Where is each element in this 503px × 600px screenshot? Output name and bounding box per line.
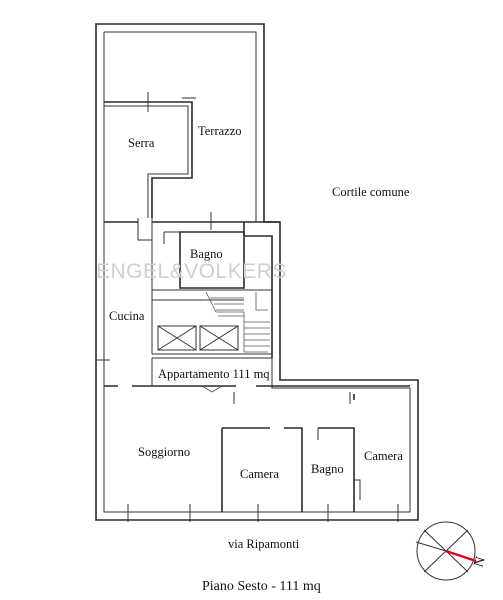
floor-title: Piano Sesto - 111 mq xyxy=(202,579,321,594)
room-label-terrazzo: Terrazzo xyxy=(198,124,242,138)
room-label-cucina: Cucina xyxy=(109,309,145,323)
area-label-cortile: Cortile comune xyxy=(332,185,410,199)
room-label-soggiorno: Soggiorno xyxy=(138,445,190,459)
inner-walls xyxy=(104,212,410,512)
room-label-bagno-bottom: Bagno xyxy=(311,462,344,476)
apartment-label: Appartamento 111 mq xyxy=(158,367,270,381)
street-label: via Ripamonti xyxy=(228,537,300,551)
serra-partition xyxy=(104,92,196,218)
room-label-camera-1: Camera xyxy=(240,467,279,481)
outer-walls xyxy=(95,23,419,521)
compass-north-label: N xyxy=(472,555,489,569)
watermark: ENGEL&VÖLKERS xyxy=(96,260,287,283)
window-marks xyxy=(96,359,406,522)
room-label-serra: Serra xyxy=(128,136,155,150)
room-label-camera-2: Camera xyxy=(364,449,403,463)
compass-icon xyxy=(415,521,477,581)
room-label-bagno-top: Bagno xyxy=(190,247,223,261)
